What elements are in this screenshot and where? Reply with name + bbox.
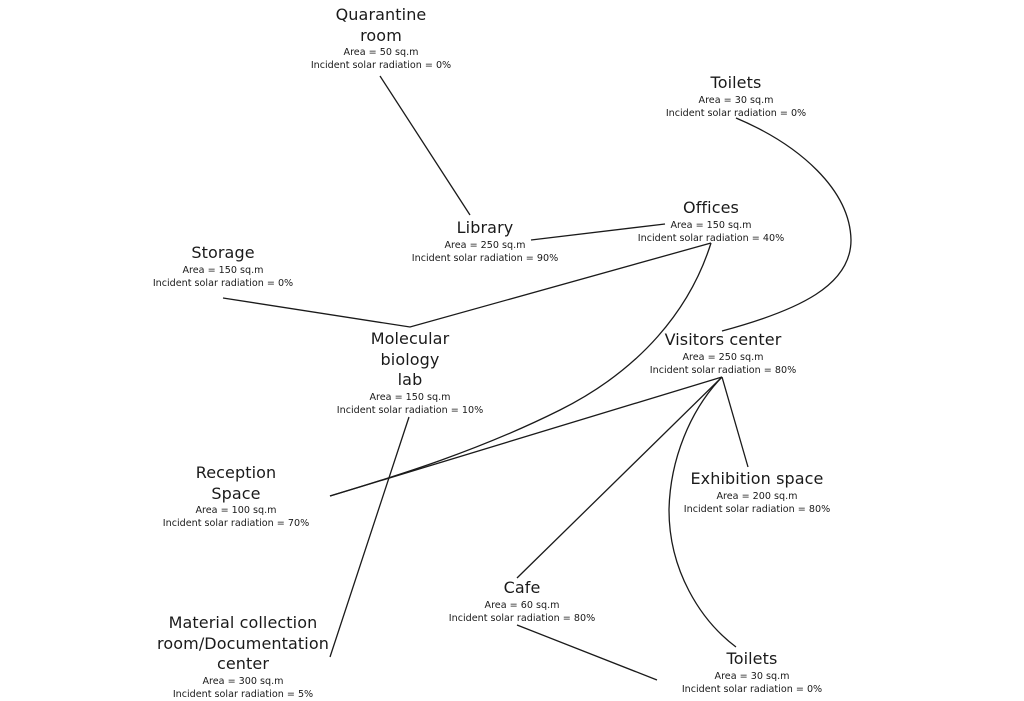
node-radiation: Incident solar radiation = 80%: [448, 612, 596, 624]
node-area: Area = 150 sq.m: [182, 264, 264, 276]
node-area: Area = 150 sq.m: [670, 219, 752, 231]
node-area: Area = 150 sq.m: [369, 391, 451, 403]
node-radiation: Incident solar radiation = 0%: [665, 107, 807, 119]
node-offices: Offices Area = 150 sq.m Incident solar r…: [638, 198, 784, 245]
node-title: Offices: [683, 198, 739, 217]
node-title: Toilets: [710, 73, 762, 92]
edge-storage-molecular-offices: [222, 242, 712, 328]
edge-library-offices: [530, 223, 666, 241]
node-radiation: Incident solar radiation = 0%: [681, 683, 823, 695]
node-area: Area = 30 sq.m: [698, 94, 774, 106]
node-toilets-bottom: Toilets Area = 30 sq.m Incident solar ra…: [682, 649, 822, 696]
node-area: Area = 250 sq.m: [444, 239, 526, 251]
node-area: Area = 60 sq.m: [484, 599, 560, 611]
node-radiation: Incident solar radiation = 70%: [162, 518, 310, 529]
node-area: Area = 50 sq.m: [343, 47, 419, 58]
node-title: Toilets: [726, 649, 778, 668]
node-storage: Storage Area = 150 sq.m Incident solar r…: [153, 243, 293, 290]
node-area: Area = 100 sq.m: [195, 505, 277, 516]
node-radiation: Incident solar radiation = 0%: [152, 277, 294, 289]
edge-visitors-reception: [329, 376, 723, 497]
node-exhibition-space: Exhibition space Area = 200 sq.m Inciden…: [684, 469, 830, 516]
node-toilets-top: Toilets Area = 30 sq.m Incident solar ra…: [666, 73, 806, 120]
edge-molecular-material: [329, 416, 410, 658]
node-area: Area = 300 sq.m: [202, 675, 284, 687]
edge-toilets-top-visitors: [721, 117, 852, 332]
node-radiation: Incident solar radiation = 40%: [637, 232, 785, 244]
node-radiation: Incident solar radiation = 80%: [649, 364, 797, 376]
node-radiation: Incident solar radiation = 90%: [411, 252, 559, 264]
node-visitors-center: Visitors center Area = 250 sq.m Incident…: [650, 330, 796, 377]
node-radiation: Incident solar radiation = 80%: [683, 503, 831, 515]
node-radiation: Incident solar radiation = 0%: [310, 60, 452, 71]
node-cafe: Cafe Area = 60 sq.m Incident solar radia…: [449, 578, 595, 625]
node-area: Area = 30 sq.m: [714, 670, 790, 682]
edge-visitors-exhibition: [721, 376, 749, 468]
edge-visitors-toilets-bottom: [668, 376, 737, 648]
node-title: Exhibition space: [690, 469, 824, 488]
node-title: Visitors center: [664, 330, 782, 349]
node-area: Area = 250 sq.m: [682, 351, 764, 363]
edge-quarantine-library: [379, 75, 471, 216]
node-radiation: Incident solar radiation = 5%: [172, 688, 314, 700]
node-title: Library: [456, 218, 514, 237]
node-area: Area = 200 sq.m: [716, 490, 798, 502]
node-title: Cafe: [503, 578, 541, 597]
node-title: Storage: [191, 243, 255, 262]
edge-cafe-toilets-bottom: [516, 624, 658, 681]
edge-visitors-cafe: [516, 376, 723, 579]
node-radiation: Incident solar radiation = 10%: [336, 404, 484, 416]
node-library: Library Area = 250 sq.m Incident solar r…: [412, 218, 558, 265]
